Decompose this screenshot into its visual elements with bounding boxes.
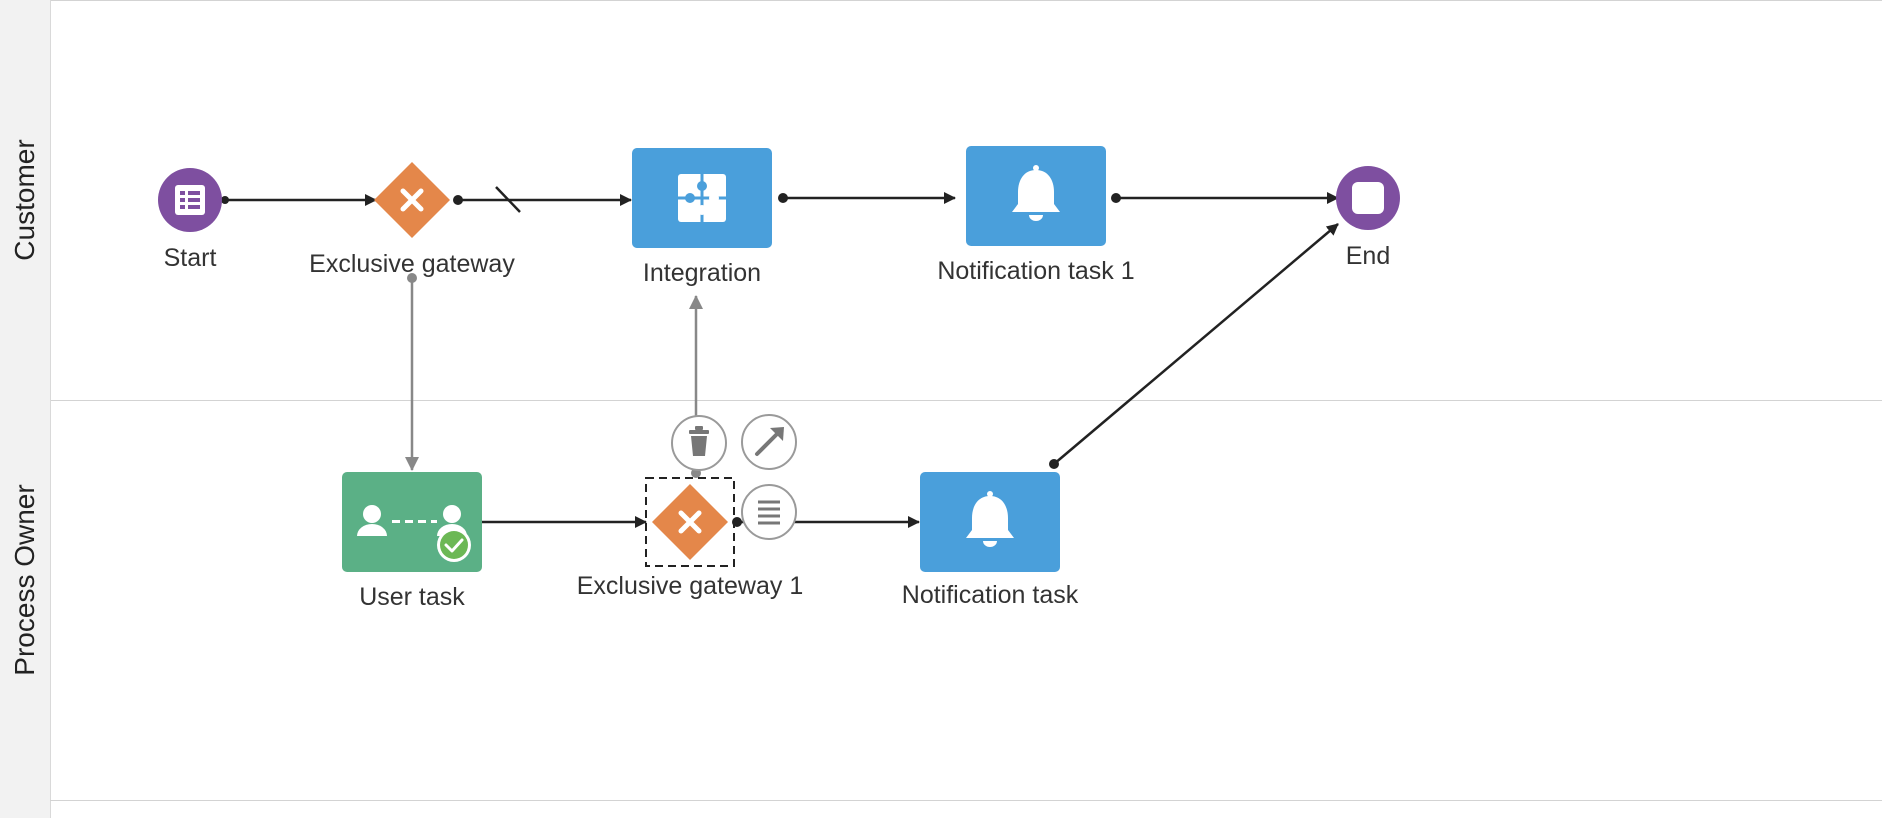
selection-box xyxy=(645,477,735,567)
edge-integration-notification1[interactable] xyxy=(778,192,956,204)
gateway1-label: Exclusive gateway 1 xyxy=(576,572,804,600)
notification1-label: Notification task 1 xyxy=(937,257,1135,285)
notification-task[interactable] xyxy=(920,472,1060,572)
notification-label: Notification task xyxy=(901,581,1079,609)
edge-notification-end[interactable] xyxy=(1049,223,1339,469)
edge-notification1-end[interactable] xyxy=(1111,192,1339,204)
delete-tool-button[interactable] xyxy=(671,415,727,471)
check-badge-icon xyxy=(437,528,471,562)
default-flow-slash xyxy=(495,186,521,213)
user-task[interactable] xyxy=(342,472,482,572)
menu-lines-icon xyxy=(758,500,780,525)
connect-tool-button[interactable] xyxy=(741,414,797,470)
integration-task[interactable] xyxy=(632,148,772,248)
end-event[interactable] xyxy=(1336,166,1400,230)
end-label: End xyxy=(1345,242,1391,270)
arrow-connect-icon xyxy=(755,427,784,456)
x-icon xyxy=(678,510,702,534)
edge-gateway-integration-default[interactable] xyxy=(453,186,632,213)
user-task-label: User task xyxy=(359,583,465,611)
edge-gateway-usertask[interactable] xyxy=(405,273,419,471)
start-label: Start xyxy=(163,244,217,272)
trash-icon xyxy=(689,426,709,456)
exclusive-gateway-1[interactable] xyxy=(645,477,735,567)
lane-customer xyxy=(50,0,1882,401)
bell-icon xyxy=(1012,165,1060,221)
properties-tool-button[interactable] xyxy=(741,484,797,540)
gateway-label: Exclusive gateway xyxy=(309,250,515,278)
puzzle-icon xyxy=(678,174,726,222)
exclusive-gateway[interactable] xyxy=(374,162,450,238)
lane-header-customer[interactable]: Customer xyxy=(0,0,51,400)
lane-header-process-owner[interactable]: Process Owner xyxy=(0,400,51,818)
form-list-icon xyxy=(175,185,205,215)
edge-start-gateway[interactable] xyxy=(221,194,377,206)
lane-divider-bottom xyxy=(50,800,1882,819)
bell-icon xyxy=(966,491,1014,547)
start-event[interactable] xyxy=(158,168,222,232)
notification-task-1[interactable] xyxy=(966,146,1106,246)
lane-process-owner xyxy=(50,400,1882,801)
x-icon xyxy=(400,188,424,212)
integration-label: Integration xyxy=(642,259,762,287)
stop-icon xyxy=(1352,182,1384,214)
